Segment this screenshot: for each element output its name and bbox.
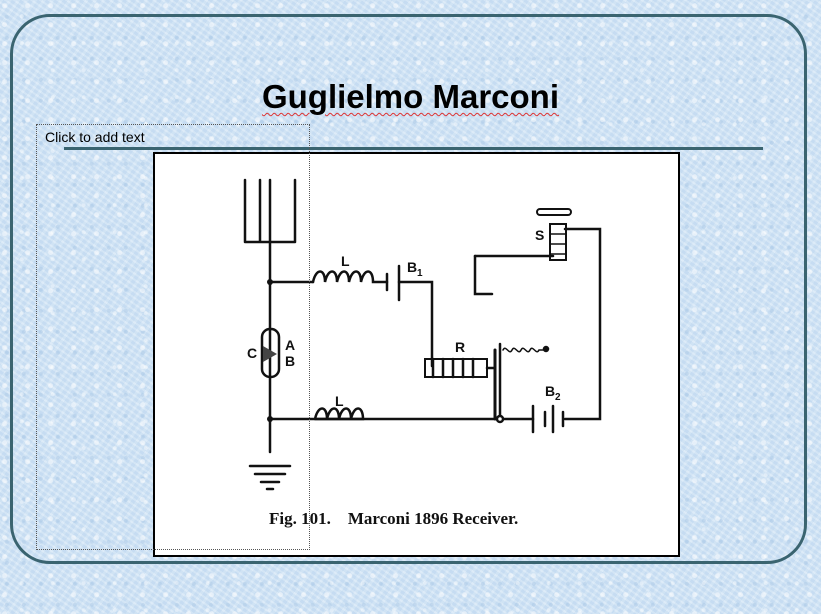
- coherer-filings: [263, 346, 277, 362]
- title-divider: [64, 147, 763, 150]
- circuit-figure-image[interactable]: L B 1 C A B R S L B 2 Fig. 101. Marconi …: [153, 152, 680, 557]
- slide-title[interactable]: Guglielmo Marconi: [0, 78, 821, 116]
- figure-caption: Fig. 101. Marconi 1896 Receiver.: [269, 509, 518, 528]
- slide-title-text: Guglielmo Marconi: [261, 78, 560, 115]
- label-coherer-b: B: [285, 353, 295, 369]
- label-inductor-bottom: L: [335, 393, 344, 409]
- label-coherer-a: A: [285, 337, 295, 353]
- sounder-bar: [536, 208, 572, 216]
- text-placeholder-box[interactable]: Click to add text: [36, 124, 310, 550]
- aerial-symbol: [243, 178, 297, 244]
- label-battery-b1-sub: 1: [417, 268, 423, 279]
- label-battery-b2: B: [545, 383, 555, 399]
- label-battery-b2-sub: 2: [555, 392, 561, 403]
- ground-symbol: [248, 464, 292, 491]
- circuit-diagram: L B 1 C A B R S L B 2 Fig. 101. Marconi …: [243, 178, 602, 528]
- lower-inductor: [268, 407, 365, 421]
- battery-b2: [531, 404, 565, 434]
- label-sounder: S: [535, 227, 544, 243]
- battery-b1: [385, 264, 401, 302]
- sounder-coil: [549, 223, 567, 261]
- label-relay: R: [455, 339, 465, 355]
- slide-frame: [10, 14, 807, 564]
- upper-inductor: [311, 270, 389, 284]
- coherer-tube: [260, 327, 281, 379]
- label-battery-b1: B: [407, 259, 417, 275]
- label-coherer-c: C: [247, 345, 257, 361]
- placeholder-text: Click to add text: [45, 129, 145, 145]
- label-inductor-top: L: [341, 253, 350, 269]
- relay-coil: [424, 358, 488, 378]
